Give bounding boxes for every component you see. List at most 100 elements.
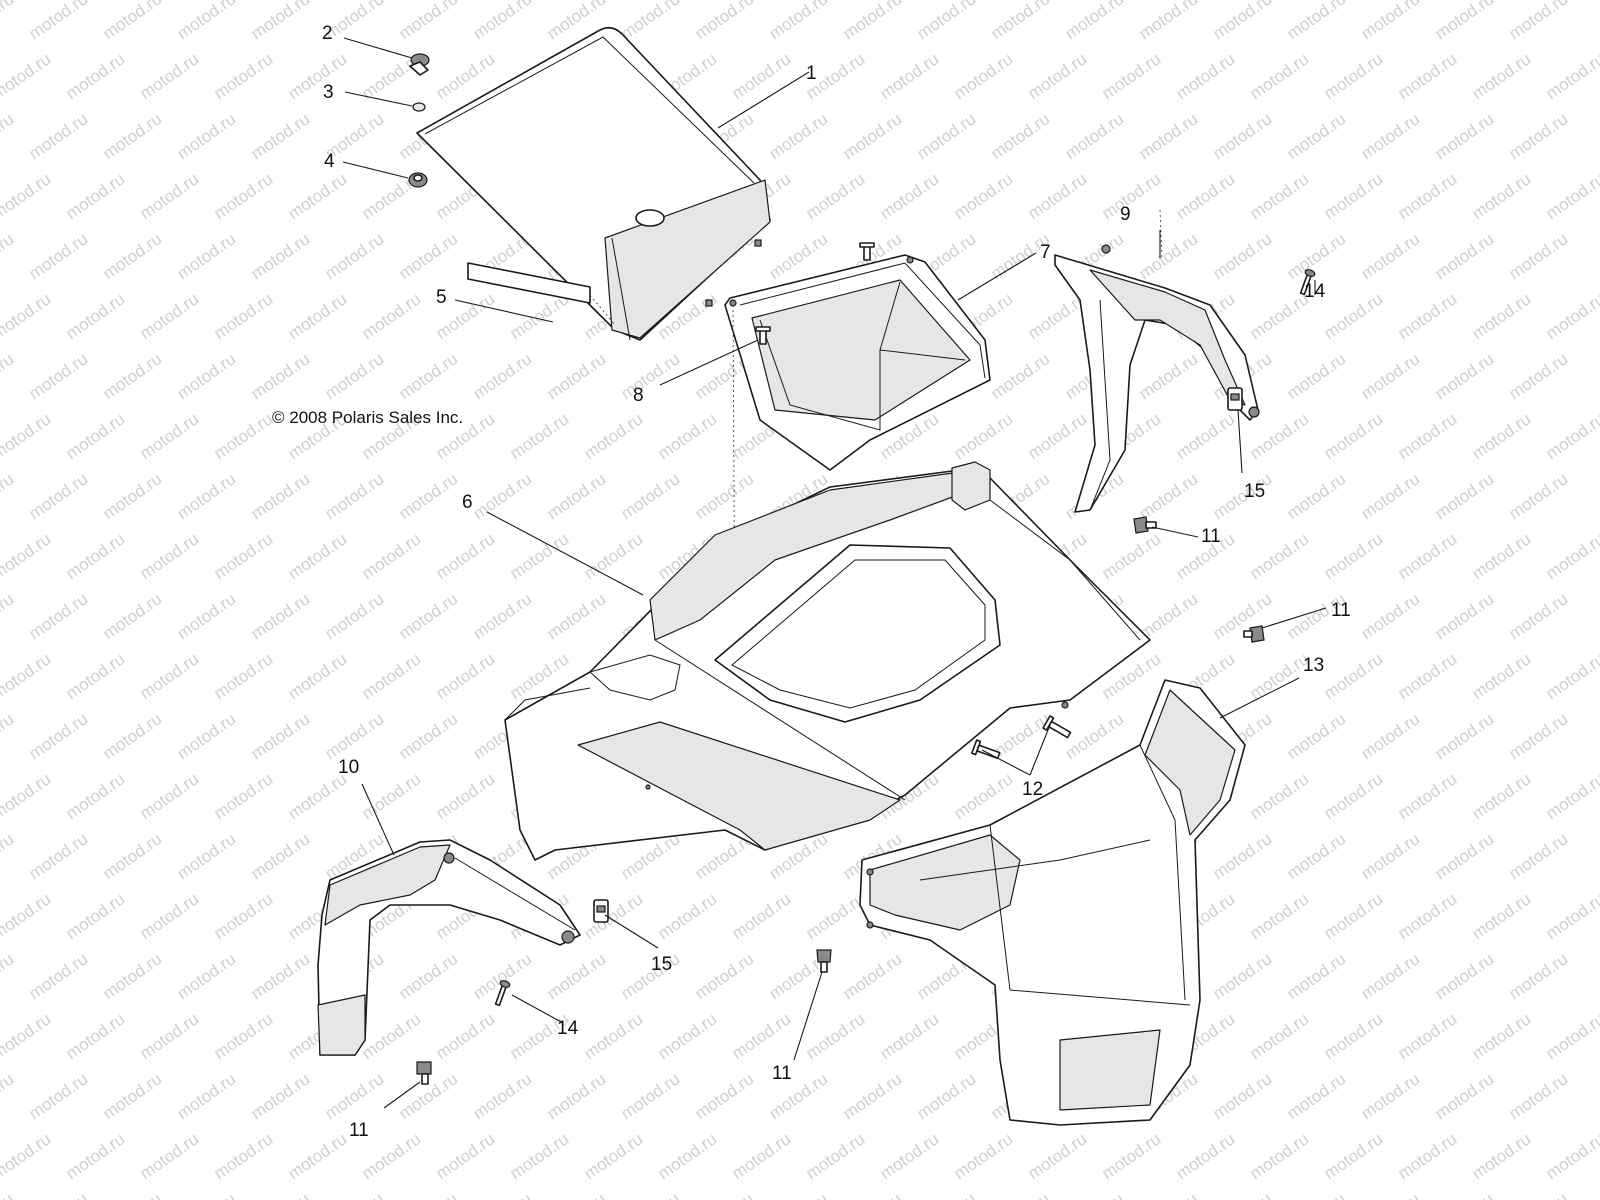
watermark-text: motod.ru bbox=[1357, 229, 1423, 283]
watermark-text: motod.ru bbox=[0, 1009, 54, 1063]
watermark-text: motod.ru bbox=[1172, 409, 1238, 463]
watermark-text: motod.ru bbox=[0, 1129, 54, 1183]
watermark-text: motod.ru bbox=[247, 709, 313, 763]
watermark-text: motod.ru bbox=[654, 889, 720, 943]
watermark-text: motod.ru bbox=[913, 1069, 979, 1123]
watermark-text: motod.ru bbox=[469, 469, 535, 523]
watermark-text: motod.ru bbox=[765, 109, 831, 163]
part-11-push-rivet bbox=[416, 516, 1265, 1085]
watermark-text: motod.ru bbox=[395, 589, 461, 643]
watermark-text: motod.ru bbox=[432, 529, 498, 583]
watermark-text: motod.ru bbox=[543, 1189, 609, 1200]
watermark-text: motod.ru bbox=[1468, 769, 1534, 823]
watermark-text: motod.ru bbox=[210, 889, 276, 943]
watermark-text: motod.ru bbox=[1542, 1129, 1600, 1183]
watermark-text: motod.ru bbox=[580, 529, 646, 583]
watermark-text: motod.ru bbox=[839, 109, 905, 163]
watermark-text: motod.ru bbox=[1394, 1129, 1460, 1183]
watermark-text: motod.ru bbox=[1320, 409, 1386, 463]
watermark-text: motod.ru bbox=[987, 1189, 1053, 1200]
watermark-text: motod.ru bbox=[0, 289, 54, 343]
watermark-text: motod.ru bbox=[0, 769, 54, 823]
watermark-text: motod.ru bbox=[1320, 769, 1386, 823]
watermark-text: motod.ru bbox=[321, 1069, 387, 1123]
watermark-text: motod.ru bbox=[1431, 1189, 1497, 1200]
watermark-text: motod.ru bbox=[1431, 709, 1497, 763]
watermark-text: motod.ru bbox=[247, 0, 313, 43]
watermark-text: motod.ru bbox=[1357, 949, 1423, 1003]
watermark-text: motod.ru bbox=[25, 949, 91, 1003]
watermark-text: motod.ru bbox=[469, 589, 535, 643]
watermark-text: motod.ru bbox=[1246, 889, 1312, 943]
watermark-text: motod.ru bbox=[1209, 829, 1275, 883]
callout-11-c: 11 bbox=[772, 1063, 792, 1084]
watermark-text: motod.ru bbox=[136, 289, 202, 343]
watermark-text: motod.ru bbox=[432, 1129, 498, 1183]
watermark-text: motod.ru bbox=[1357, 349, 1423, 403]
watermark-text: motod.ru bbox=[1283, 349, 1349, 403]
watermark-text: motod.ru bbox=[1061, 709, 1127, 763]
watermark-text: motod.ru bbox=[1505, 469, 1571, 523]
watermark-text: motod.ru bbox=[62, 409, 128, 463]
watermark-text: motod.ru bbox=[691, 469, 757, 523]
watermark-text: motod.ru bbox=[654, 1009, 720, 1063]
watermark-text: motod.ru bbox=[247, 829, 313, 883]
watermark-text: motod.ru bbox=[1283, 109, 1349, 163]
watermark-text: motod.ru bbox=[358, 649, 424, 703]
watermark-text: motod.ru bbox=[1209, 0, 1275, 43]
watermark-text: motod.ru bbox=[1505, 949, 1571, 1003]
watermark-text: motod.ru bbox=[0, 229, 17, 283]
watermark-text: motod.ru bbox=[1061, 0, 1127, 43]
watermark-text: motod.ru bbox=[247, 229, 313, 283]
watermark-text: motod.ru bbox=[432, 769, 498, 823]
callout-11-a: 11 bbox=[1201, 526, 1221, 547]
watermark-text: motod.ru bbox=[839, 1189, 905, 1200]
watermark-text: motod.ru bbox=[62, 1009, 128, 1063]
watermark-text: motod.ru bbox=[728, 889, 794, 943]
watermark-text: motod.ru bbox=[99, 829, 165, 883]
callout-7: 7 bbox=[1040, 242, 1051, 263]
watermark-text: motod.ru bbox=[802, 889, 868, 943]
watermark-text: motod.ru bbox=[25, 589, 91, 643]
callouts: 1 2 3 4 5 6 7 8 9 10 11 11 11 11 12 13 1… bbox=[322, 23, 1351, 1141]
watermark-text: motod.ru bbox=[469, 1189, 535, 1200]
watermark-text: motod.ru bbox=[839, 0, 905, 43]
watermark-text: motod.ru bbox=[950, 409, 1016, 463]
watermark-text: motod.ru bbox=[1098, 529, 1164, 583]
watermark-text: motod.ru bbox=[1283, 829, 1349, 883]
watermark-text: motod.ru bbox=[469, 0, 535, 43]
watermark-text: motod.ru bbox=[1431, 949, 1497, 1003]
watermark-text: motod.ru bbox=[395, 229, 461, 283]
watermark-text: motod.ru bbox=[1542, 409, 1600, 463]
watermark-text: motod.ru bbox=[99, 1069, 165, 1123]
part-12-screw bbox=[971, 715, 1072, 760]
watermark-text: motod.ru bbox=[1431, 829, 1497, 883]
watermark-text: motod.ru bbox=[99, 589, 165, 643]
watermark-text: motod.ru bbox=[543, 949, 609, 1003]
watermark-text: motod.ru bbox=[247, 109, 313, 163]
watermark-text: motod.ru bbox=[284, 1129, 350, 1183]
watermark-text: motod.ru bbox=[395, 469, 461, 523]
watermark-text: motod.ru bbox=[136, 1129, 202, 1183]
watermark-text: motod.ru bbox=[1135, 0, 1201, 43]
watermark-text: motod.ru bbox=[210, 649, 276, 703]
watermark-text: motod.ru bbox=[1431, 349, 1497, 403]
watermark-text: motod.ru bbox=[876, 1009, 942, 1063]
watermark-text: motod.ru bbox=[1283, 949, 1349, 1003]
watermark-text: motod.ru bbox=[1246, 1129, 1312, 1183]
watermark-text: motod.ru bbox=[99, 109, 165, 163]
watermark-text: motod.ru bbox=[1024, 409, 1090, 463]
part-1-storage-lid bbox=[416, 26, 771, 341]
watermark-text: motod.ru bbox=[0, 1069, 17, 1123]
watermark-text: motod.ru bbox=[0, 0, 17, 43]
watermark-text: motod.ru bbox=[876, 169, 942, 223]
watermark-text: motod.ru bbox=[1209, 229, 1275, 283]
watermark-text: motod.ru bbox=[0, 349, 17, 403]
watermark-text: motod.ru bbox=[1246, 769, 1312, 823]
watermark-text: motod.ru bbox=[1505, 709, 1571, 763]
watermark-text: motod.ru bbox=[25, 229, 91, 283]
watermark-text: motod.ru bbox=[1468, 409, 1534, 463]
watermark-text: motod.ru bbox=[1394, 289, 1460, 343]
watermark-text: motod.ru bbox=[358, 1009, 424, 1063]
watermark-text: motod.ru bbox=[1357, 1189, 1423, 1200]
